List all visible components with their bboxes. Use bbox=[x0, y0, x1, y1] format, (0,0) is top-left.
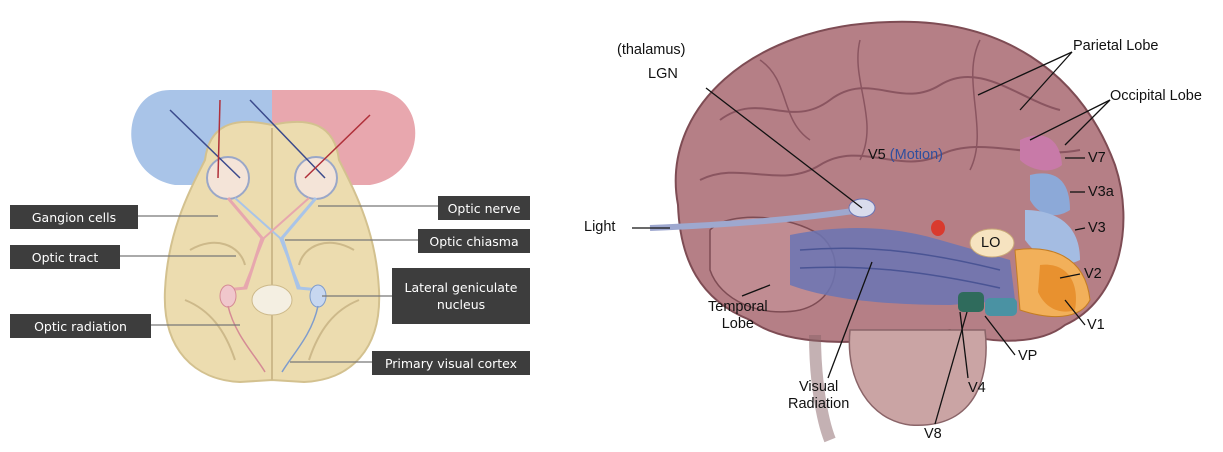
label-v3a: V3a bbox=[1088, 184, 1114, 201]
v8-region bbox=[958, 292, 984, 312]
label-v1: V1 bbox=[1087, 317, 1105, 334]
left-eye bbox=[207, 157, 249, 199]
visual-line1: Visual bbox=[799, 379, 838, 396]
motion-text: (Motion) bbox=[890, 147, 943, 163]
lgn-label-line1: Lateral geniculate bbox=[404, 279, 517, 296]
label-v2: V2 bbox=[1084, 266, 1102, 283]
label-optic-nerve: Optic nerve bbox=[438, 196, 530, 220]
label-temporal-lobe: Temporal Lobe bbox=[708, 299, 768, 333]
label-v5: V5 (Motion) bbox=[868, 147, 943, 164]
left-lgn bbox=[220, 285, 236, 307]
label-optic-tract: Optic tract bbox=[10, 245, 120, 269]
label-v7: V7 bbox=[1088, 150, 1106, 167]
label-v3: V3 bbox=[1088, 220, 1106, 237]
label-gangion-cells: Gangion cells bbox=[10, 205, 138, 229]
label-lgn: LGN bbox=[648, 66, 678, 83]
label-occipital-lobe: Occipital Lobe bbox=[1110, 88, 1202, 105]
label-light: Light bbox=[584, 219, 615, 236]
label-optic-radiation: Optic radiation bbox=[10, 314, 151, 338]
visual-cortex-diagram: (thalamus) LGN Parietal Lobe Occipital L… bbox=[560, 0, 1223, 452]
v5-text: V5 bbox=[868, 147, 886, 163]
label-lo: LO bbox=[981, 235, 1000, 252]
temporal-line1: Temporal bbox=[708, 299, 768, 316]
label-vp: VP bbox=[1018, 348, 1037, 365]
label-thalamus: (thalamus) bbox=[617, 42, 686, 59]
label-primary-visual-cortex: Primary visual cortex bbox=[372, 351, 530, 375]
lgn-label-line2: nucleus bbox=[437, 296, 485, 313]
label-v8: V8 bbox=[924, 426, 942, 443]
label-visual-radiation: Visual Radiation bbox=[788, 379, 849, 413]
label-v4: V4 bbox=[968, 380, 986, 397]
label-optic-chiasma: Optic chiasma bbox=[418, 229, 530, 253]
visual-pathway-diagram: Gangion cells Optic tract Optic radiatio… bbox=[0, 0, 560, 452]
temporal-line2: Lobe bbox=[722, 316, 754, 333]
cerebellum bbox=[849, 330, 986, 425]
v5-region bbox=[931, 220, 945, 236]
visual-line2: Radiation bbox=[788, 396, 849, 413]
vp-region bbox=[985, 298, 1017, 316]
label-lateral-geniculate-nucleus: Lateral geniculate nucleus bbox=[392, 268, 530, 324]
label-parietal-lobe: Parietal Lobe bbox=[1073, 38, 1158, 55]
right-eye bbox=[295, 157, 337, 199]
